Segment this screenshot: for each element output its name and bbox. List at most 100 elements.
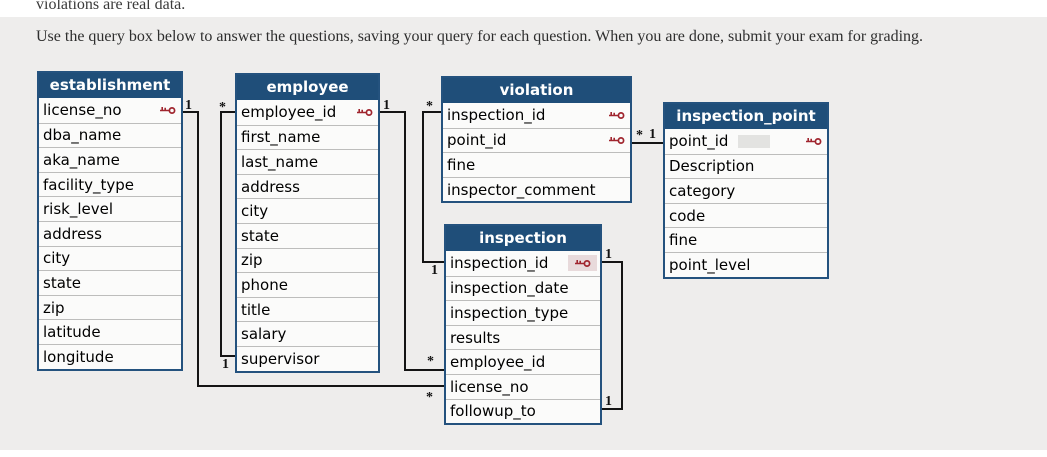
field-name: Description xyxy=(669,157,755,176)
field-name: salary xyxy=(241,325,287,344)
multiplicity-label: * xyxy=(427,354,434,369)
field-name: fine xyxy=(447,155,476,174)
field-row-employee-employee_id: employee_id xyxy=(237,100,378,125)
multiplicity-label: 1 xyxy=(222,357,229,372)
multiplicity-label: 1 xyxy=(605,247,612,262)
field-row-inspection_point-category: category xyxy=(665,178,827,203)
field-row-establishment-state: state xyxy=(39,270,181,295)
field-row-establishment-latitude: latitude xyxy=(39,319,181,344)
field-highlight-box xyxy=(738,134,771,148)
field-name: longitude xyxy=(43,347,114,366)
field-name: inspection_id xyxy=(447,106,546,125)
field-row-employee-first_name: first_name xyxy=(237,124,378,150)
multiplicity-label: 1 xyxy=(383,98,390,113)
field-name: employee_id xyxy=(241,103,337,122)
field-name: category xyxy=(669,181,736,200)
field-name: supervisor xyxy=(241,349,320,368)
primary-key-icon xyxy=(159,105,176,115)
field-row-establishment-city: city xyxy=(39,245,181,271)
field-name: phone xyxy=(241,275,288,294)
field-name: facility_type xyxy=(43,175,134,194)
field-name: point_level xyxy=(669,255,751,274)
field-name: inspector_comment xyxy=(447,180,596,199)
field-name: code xyxy=(669,206,706,225)
field-name: zip xyxy=(43,298,65,317)
field-row-inspection_point-code: code xyxy=(665,202,827,228)
field-name: first_name xyxy=(241,128,321,147)
field-name: latitude xyxy=(43,323,101,342)
multiplicity-label: * xyxy=(426,99,433,114)
field-name: license_no xyxy=(450,377,529,396)
field-row-establishment-license_no: license_no xyxy=(39,98,181,123)
field-row-inspection_point-point_level: point_level xyxy=(665,251,827,277)
field-row-establishment-risk_level: risk_level xyxy=(39,196,181,221)
field-row-inspection-followup_to: followup_to xyxy=(446,398,600,424)
field-row-inspection-inspection_date: inspection_date xyxy=(446,275,600,301)
field-row-establishment-aka_name: aka_name xyxy=(39,147,181,172)
field-row-establishment-dba_name: dba_name xyxy=(39,122,181,148)
multiplicity-label: 1 xyxy=(431,263,438,278)
table-title-employee: employee xyxy=(237,75,378,100)
field-row-employee-supervisor: supervisor xyxy=(237,345,378,371)
table-title-inspection: inspection xyxy=(446,226,600,251)
field-name: aka_name xyxy=(43,150,120,169)
connector-employee-employee_id-to-inspection-employee_id xyxy=(380,111,444,371)
primary-key-icon xyxy=(805,136,822,146)
field-name: city xyxy=(43,249,71,268)
field-name: dba_name xyxy=(43,126,122,145)
multiplicity-label: 1 xyxy=(649,127,656,142)
primary-key-icon xyxy=(608,135,625,145)
field-row-violation-inspector_comment: inspector_comment xyxy=(443,176,630,202)
field-name: state xyxy=(241,226,279,245)
field-row-employee-title: title xyxy=(237,296,378,322)
field-row-employee-phone: phone xyxy=(237,272,378,297)
field-row-inspection-inspection_type: inspection_type xyxy=(446,300,600,325)
field-row-employee-zip: zip xyxy=(237,247,378,273)
field-name: last_name xyxy=(241,152,319,171)
multiplicity-label: * xyxy=(219,100,226,115)
field-name: point_id xyxy=(447,131,507,150)
field-name: inspection_id xyxy=(450,254,549,273)
table-title-establishment: establishment xyxy=(39,73,181,98)
multiplicity-label: * xyxy=(636,128,643,143)
field-row-inspection-results: results xyxy=(446,324,600,350)
multiplicity-label: 1 xyxy=(605,394,612,409)
field-row-inspection-employee_id: employee_id xyxy=(446,349,600,374)
field-row-violation-fine: fine xyxy=(443,152,630,177)
field-row-establishment-longitude: longitude xyxy=(39,343,181,369)
field-row-employee-salary: salary xyxy=(237,321,378,346)
field-row-establishment-address: address xyxy=(39,220,181,246)
field-name: address xyxy=(241,177,300,196)
field-row-inspection-inspection_id: inspection_id xyxy=(446,251,600,276)
field-name: fine xyxy=(669,231,698,250)
multiplicity-label: 1 xyxy=(185,98,192,113)
field-row-violation-inspection_id: inspection_id xyxy=(443,103,630,128)
table-title-inspection-point: inspection_point xyxy=(665,104,827,129)
field-name: employee_id xyxy=(450,353,546,372)
field-row-inspection_point-Description: Description xyxy=(665,153,827,179)
connector-employee-supervisor-self-reference xyxy=(220,111,235,357)
field-row-inspection-license_no: license_no xyxy=(446,373,600,399)
connector-inspection-followup_to-self-reference xyxy=(602,261,623,410)
primary-key-icon xyxy=(568,255,597,272)
field-name: city xyxy=(241,202,269,221)
field-row-establishment-zip: zip xyxy=(39,294,181,320)
field-row-inspection_point-point_id: point_id xyxy=(665,129,827,154)
primary-key-icon xyxy=(356,107,373,117)
field-name: zip xyxy=(241,251,263,270)
field-name: results xyxy=(450,328,501,347)
intro-text-fragment: violations are real data. xyxy=(36,0,186,13)
field-name: point_id xyxy=(669,132,729,151)
primary-key-icon xyxy=(608,110,625,120)
field-row-violation-point_id: point_id xyxy=(443,127,630,153)
field-name: address xyxy=(43,224,102,243)
field-row-inspection_point-fine: fine xyxy=(665,227,827,252)
field-row-employee-state: state xyxy=(237,222,378,248)
field-name: followup_to xyxy=(450,402,536,421)
field-row-employee-city: city xyxy=(237,198,378,223)
